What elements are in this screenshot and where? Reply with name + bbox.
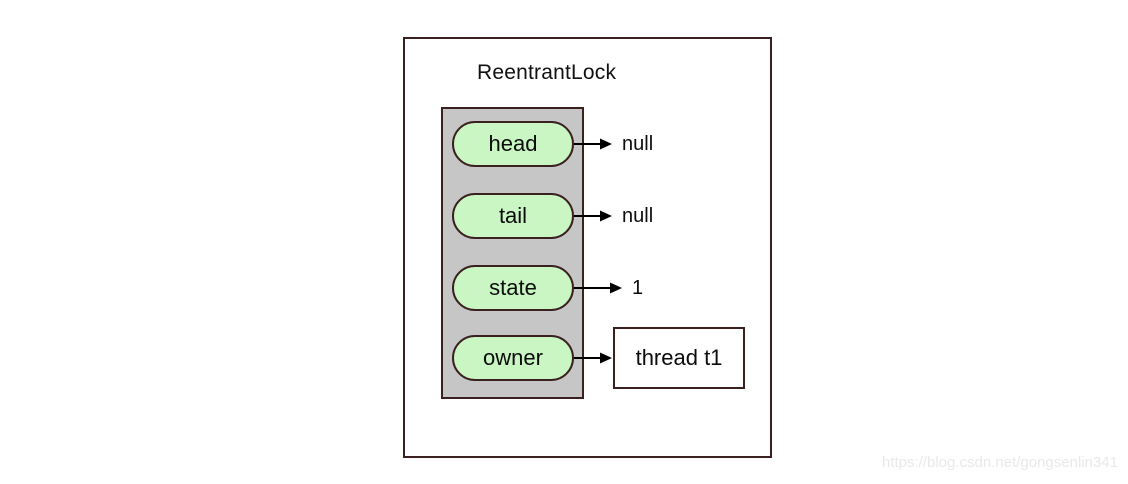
field-pill-state: state [452, 265, 574, 311]
field-value-state: 1 [632, 276, 644, 299]
field-pill-owner: owner [452, 335, 574, 381]
field-row-head: head null [452, 121, 653, 167]
field-row-tail: tail null [452, 193, 653, 239]
field-pill-tail: tail [452, 193, 574, 239]
field-label-tail: tail [498, 203, 528, 228]
field-value-owner: thread t1 [635, 345, 723, 370]
diagram-title: ReentrantLock [477, 61, 617, 84]
field-value-head: null [622, 132, 654, 155]
arrow-icon [574, 352, 612, 364]
field-label-head: head [488, 131, 538, 156]
field-value-tail: null [622, 204, 654, 227]
arrow-icon [574, 138, 612, 150]
field-value-box-owner: thread t1 [613, 327, 745, 389]
field-pill-head: head [452, 121, 574, 167]
arrow-icon [574, 282, 622, 294]
field-row-owner: owner thread t1 [452, 327, 745, 389]
field-label-state: state [489, 275, 537, 300]
field-row-state: state 1 [452, 265, 643, 311]
watermark-text: https://blog.csdn.net/gongsenlin341 [881, 454, 1118, 471]
field-label-owner: owner [483, 345, 543, 370]
arrow-icon [574, 210, 612, 222]
